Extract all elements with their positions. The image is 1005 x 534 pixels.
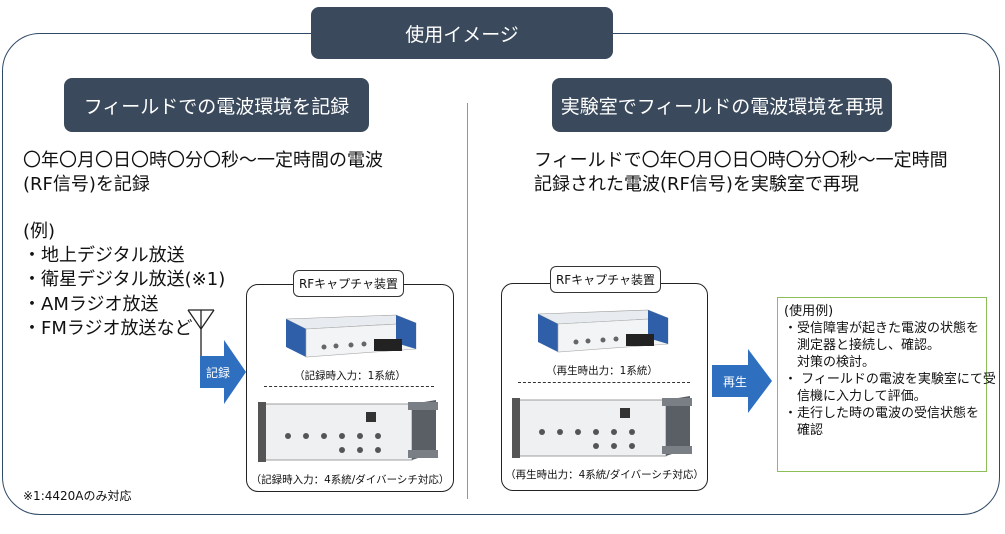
left-header: フィールドでの電波環境を記録 xyxy=(64,78,369,132)
footnote: ※1:4420Aのみ対応 xyxy=(23,489,132,503)
right-device-label: RFキャプチャ装置 xyxy=(550,266,661,293)
center-divider xyxy=(467,103,468,499)
antenna-icon xyxy=(187,309,215,365)
left-device-separator xyxy=(264,386,434,387)
usage-line: (使用例) xyxy=(784,304,834,319)
right-caption-bottom: （再生時出力：4系統/ダイバーシチ対応） xyxy=(505,469,704,481)
capture-device-large-image xyxy=(258,400,438,462)
example-item: ・地上デジタル放送 xyxy=(23,245,185,266)
example-item: ・衛星デジタル放送(※1) xyxy=(23,269,226,290)
usage-line: 確認 xyxy=(784,423,824,438)
capture-device-small-image xyxy=(285,314,417,358)
usage-line: 信機に入力して評価。 xyxy=(784,389,927,404)
example-item: ・AMラジオ放送 xyxy=(23,294,159,315)
right-caption-top: （再生時出力：1系統） xyxy=(546,365,658,377)
page-title: 使用イメージ xyxy=(311,7,613,59)
left-caption-bottom: （記録時入力：4系統/ダイバーシチ対応） xyxy=(250,474,450,486)
playback-arrow-icon xyxy=(712,349,772,413)
playback-arrow-label: 再生 xyxy=(722,374,747,389)
usage-line: 対策の検討。 xyxy=(784,355,876,370)
example-item: ・FMラジオ放送など xyxy=(23,318,193,339)
usage-line: ・受信障害が起きた電波の状態を xyxy=(784,321,980,336)
capture-device-large-image xyxy=(512,396,692,458)
left-device-label: RFキャプチャ装置 xyxy=(293,270,404,297)
right-header: 実験室でフィールドの電波環境を再現 xyxy=(552,78,892,132)
usage-line: ・ フィールドの電波を実験室にて受 xyxy=(784,372,996,387)
right-device-separator xyxy=(518,382,690,383)
record-arrow-icon xyxy=(200,340,246,404)
usage-line: 測定器と接続し、確認。 xyxy=(784,338,941,353)
capture-device-small-image xyxy=(537,309,669,353)
left-desc-line1: 〇年〇月〇日〇時〇分〇秒～一定時間の電波 xyxy=(23,150,383,171)
usage-example-box: (使用例) ・受信障害が起きた電波の状態を 測定器と接続し、確認。 対策の検討。… xyxy=(777,297,996,472)
left-desc-line2: (RF信号)を記録 xyxy=(23,174,150,195)
example-heading: (例) xyxy=(23,221,56,242)
right-desc-line2: 記録された電波(RF信号)を実験室で再現 xyxy=(534,174,859,195)
left-caption-top: （記録時入力：1系統） xyxy=(294,370,406,382)
record-arrow-label: 記録 xyxy=(205,365,230,380)
usage-line: ・走行した時の電波の受信状態を xyxy=(784,406,980,421)
right-desc-line1: フィールドで〇年〇月〇日〇時〇分〇秒～一定時間 xyxy=(534,150,948,171)
